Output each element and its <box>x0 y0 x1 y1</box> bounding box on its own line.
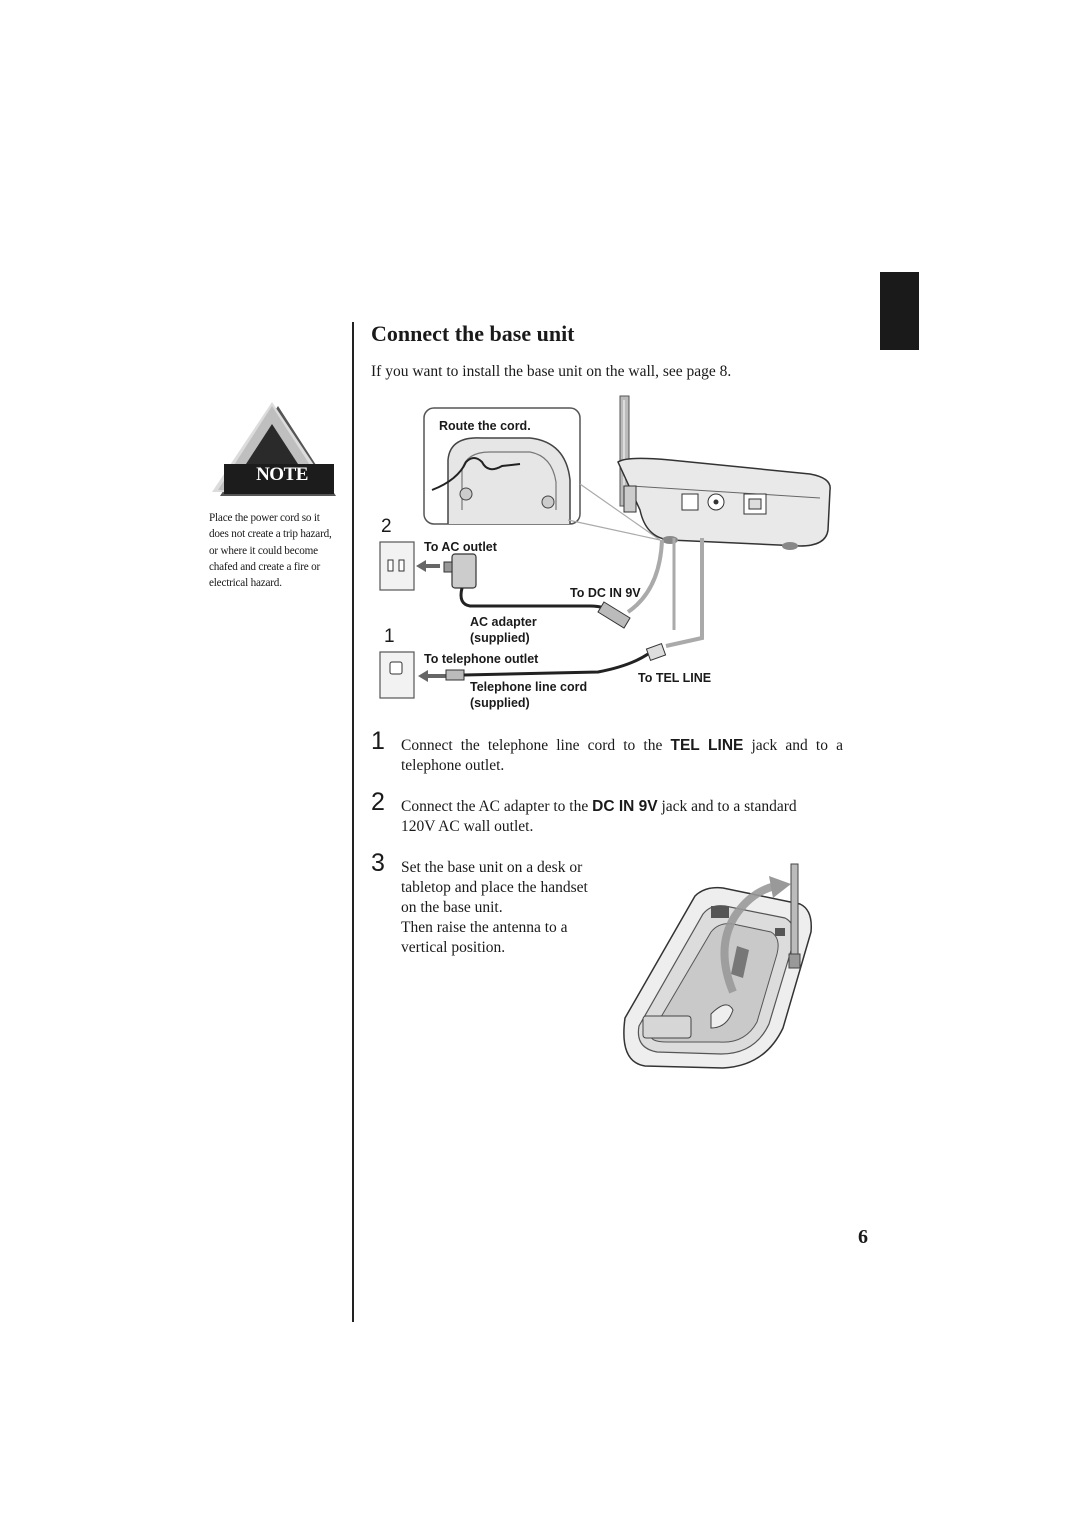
connection-diagram <box>379 395 831 699</box>
dc-in-keyword: DC IN 9V <box>592 798 658 815</box>
base-unit-illustration <box>623 863 813 1069</box>
ac-adapter <box>451 553 477 589</box>
ac-adapter-label: AC adapter <box>470 615 537 629</box>
diagram-marker-2: 2 <box>381 516 392 537</box>
note-text: Place the power cord so it does not crea… <box>209 512 332 590</box>
step-2-number: 2 <box>371 788 385 816</box>
tel-line-keyword: TEL LINE <box>670 737 744 754</box>
to-ac-outlet-label: To AC outlet <box>424 540 497 554</box>
step-1-number: 1 <box>371 727 385 755</box>
ac-adapter-supplied-label: (supplied) <box>470 631 530 645</box>
step-3-number: 3 <box>371 849 385 877</box>
note-badge-label: NOTE <box>256 464 308 485</box>
page-title: Connect the base unit <box>371 321 575 346</box>
step-1-text: Connect the telephone line cord to the T… <box>401 737 843 774</box>
to-tel-line-label: To TEL LINE <box>638 671 712 685</box>
telephone-cord-supplied-label: (supplied) <box>470 696 530 710</box>
section-tab <box>880 272 919 350</box>
step-3-text: Set the base unit on a desk or tabletop … <box>401 859 588 956</box>
note-badge <box>212 402 336 496</box>
telephone-wall-outlet <box>379 651 415 699</box>
to-telephone-outlet-label: To telephone outlet <box>424 652 539 666</box>
telephone-cord-label: Telephone line cord <box>470 680 588 694</box>
diagram-marker-1: 1 <box>384 626 395 647</box>
ac-wall-outlet <box>379 541 415 591</box>
intro-text: If you want to install the base unit on … <box>371 363 732 380</box>
step-2-text: Connect the AC adapter to the DC IN 9V j… <box>401 798 797 835</box>
column-divider <box>352 322 354 1322</box>
page-number: 6 <box>858 1226 868 1248</box>
route-cord-label: Route the cord. <box>439 419 531 433</box>
to-dc-in-label: To DC IN 9V <box>570 586 641 600</box>
